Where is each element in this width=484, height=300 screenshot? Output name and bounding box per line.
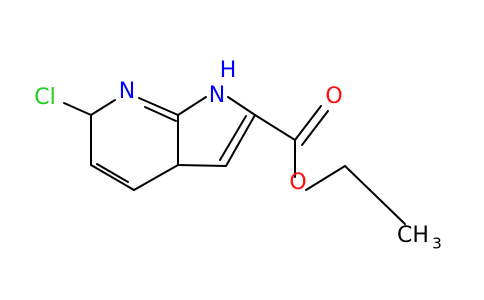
bond-c2-c3 [225, 114, 256, 167]
bond-c3-c3a [177, 164, 227, 167]
bond-c2-c3-inner [219, 115, 247, 161]
bond-ester-o-ch2 [305, 165, 346, 191]
bond-c7a-n1 [177, 96, 207, 116]
methyl-group-subscript: 3 [432, 235, 442, 253]
bond-c3a-c4 [133, 164, 179, 191]
pyrrole-nitrogen-atom: N [209, 83, 225, 108]
bond-layer [63, 96, 406, 225]
bond-n7-c7a [138, 97, 179, 116]
pyrrole-hydrogen-atom: H [220, 58, 237, 83]
bond-c4-c5 [90, 164, 135, 191]
bond-carbonyl-o [294, 105, 322, 141]
bond-n1-c2 [227, 96, 256, 116]
bond-c2-carbonyl [254, 114, 296, 141]
bond-ch2-ch3 [344, 165, 406, 225]
ester-oxygen-atom: O [289, 170, 306, 195]
atom-label-layer: Cl N H N O O CH 3 [34, 58, 442, 253]
pyridine-nitrogen-atom: N [119, 79, 135, 104]
bond-carbonyl-o-second [301, 110, 329, 146]
carbonyl-oxygen-atom: O [325, 84, 342, 109]
bond-c4-c5-inner [96, 163, 129, 183]
bond-cl-c6 [63, 102, 92, 116]
bond-n7-c7a-inner [144, 106, 177, 122]
chlorine-atom: Cl [34, 85, 55, 110]
methyl-group-label: CH [397, 223, 429, 248]
bond-c6-n7 [90, 99, 116, 116]
